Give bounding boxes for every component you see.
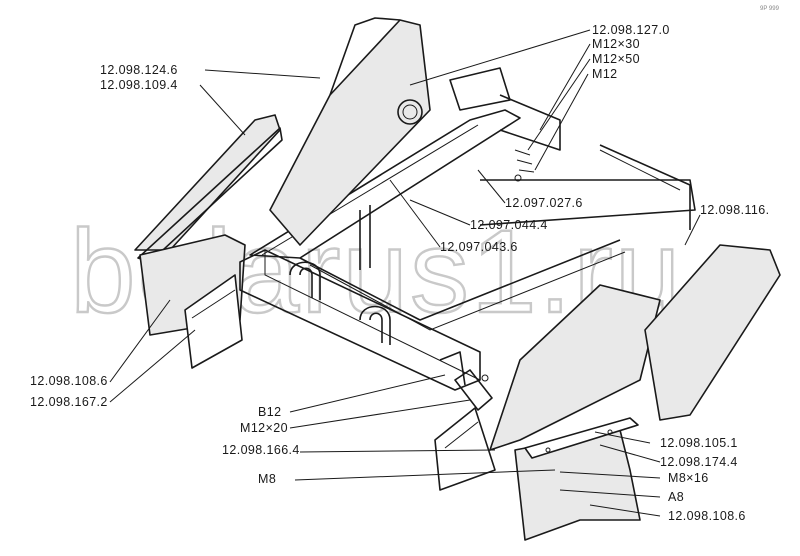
label-part-108-6-right: 12.098.108.6 (668, 509, 746, 523)
label-part-116: 12.098.116. (700, 203, 770, 217)
label-part-174-4: 12.098.174.4 (660, 455, 738, 469)
frame-drawing (134, 17, 781, 541)
flap-167 (184, 274, 243, 369)
label-bolt-m12x30: M12×30 (592, 37, 640, 51)
label-nut-m12: M12 (592, 67, 618, 81)
label-washer-a8: A8 (668, 490, 684, 504)
label-part-109-4: 12.098.109.4 (100, 78, 178, 92)
page-number: 9P 999 (760, 6, 780, 12)
label-part-166-4: 12.098.166.4 (222, 443, 300, 457)
label-part-124-6: 12.098.124.6 (100, 63, 178, 77)
bracket-174 (524, 417, 639, 459)
label-nut-m8: M8 (258, 472, 276, 486)
label-part-105-1: 12.098.105.1 (660, 436, 738, 450)
leader-lines (109, 29, 701, 517)
label-bolt-m8x16: M8×16 (668, 471, 709, 485)
label-washer-b12: B12 (258, 405, 281, 419)
label-part-167-2: 12.098.167.2 (30, 395, 108, 409)
label-part-027-6: 12.097.027.6 (505, 196, 583, 210)
label-part-044-4: 12.097.044.4 (470, 218, 548, 232)
label-part-127-0: 12.098.127.0 (592, 23, 670, 37)
label-bolt-m12x20: M12×20 (240, 421, 288, 435)
shield-116 (644, 244, 781, 421)
label-bolt-m12x50: M12×50 (592, 52, 640, 66)
label-part-108-6-left: 12.098.108.6 (30, 374, 108, 388)
label-part-043-6: 12.097.043.6 (440, 240, 518, 254)
part-labels: 12.098.127.0 M12×30 M12×50 M12 12.098.12… (30, 23, 770, 523)
flap-166 (434, 407, 496, 491)
